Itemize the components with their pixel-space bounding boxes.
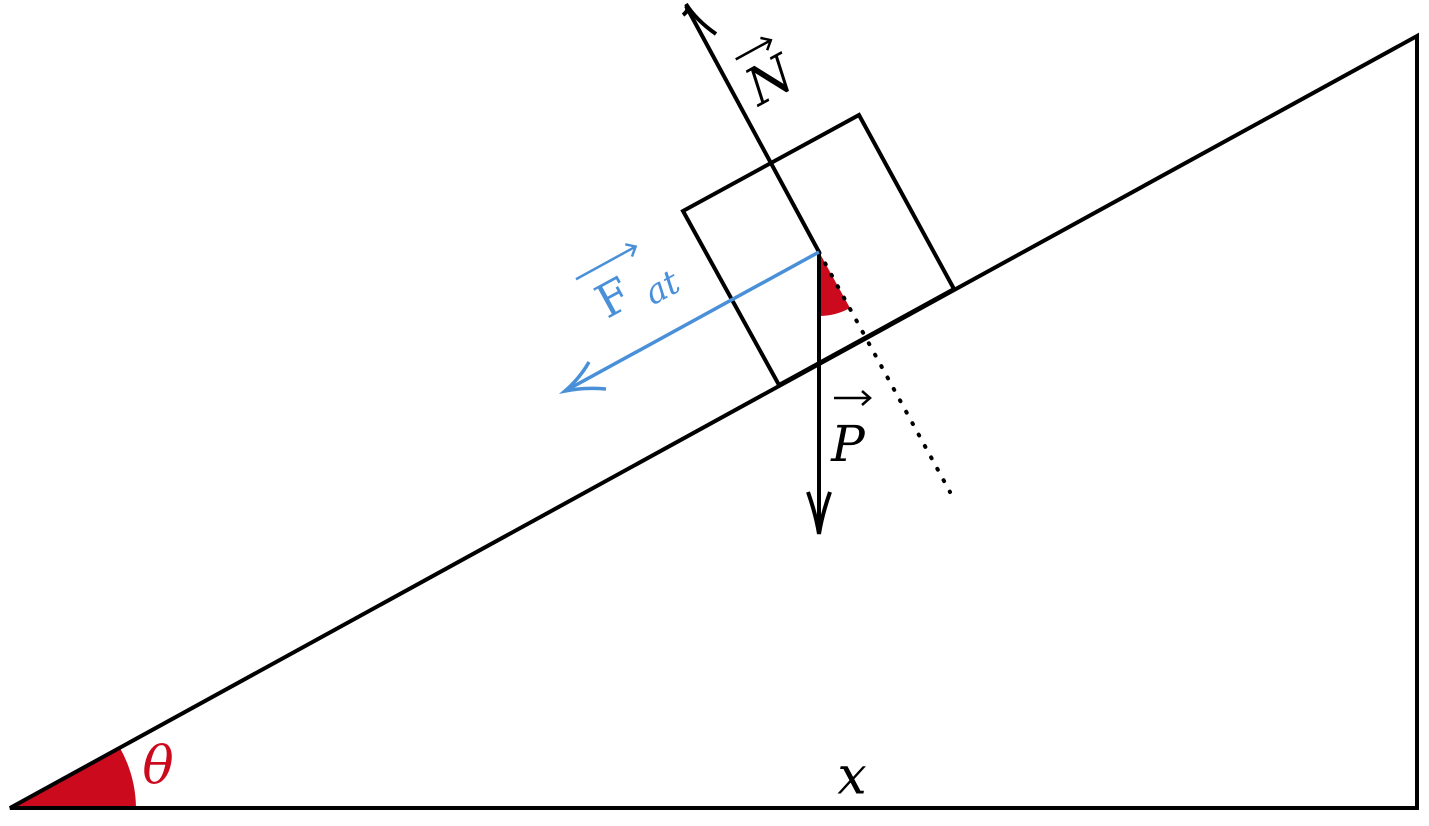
friction-arrowhead xyxy=(558,361,607,395)
incline-triangle xyxy=(9,32,1419,810)
weight-symbol: P xyxy=(830,415,866,473)
incline-angle-wedge xyxy=(10,748,136,808)
friction-subscript-text: at xyxy=(638,262,687,314)
normal-force-vector-arrowhead xyxy=(760,36,773,51)
friction-symbol: F at xyxy=(586,243,687,336)
normal-force-arrowhead xyxy=(681,2,718,36)
block xyxy=(680,112,957,388)
incline-angle-label: θ xyxy=(142,737,173,797)
horizontal-distance-label: x xyxy=(837,747,866,807)
normal-force-vector xyxy=(684,5,821,253)
normal-force-vector-arrow xyxy=(735,39,772,61)
weight-vector-arrowhead xyxy=(861,390,872,406)
weight-angle-wedge xyxy=(819,252,850,316)
friction-vector xyxy=(564,250,820,393)
friction-vector-arrow xyxy=(575,245,637,281)
friction-vector-arrowhead xyxy=(624,243,638,257)
friction-label: F at xyxy=(575,243,687,336)
weight-arrowhead xyxy=(806,491,832,535)
friction-main-text: F xyxy=(586,266,640,329)
